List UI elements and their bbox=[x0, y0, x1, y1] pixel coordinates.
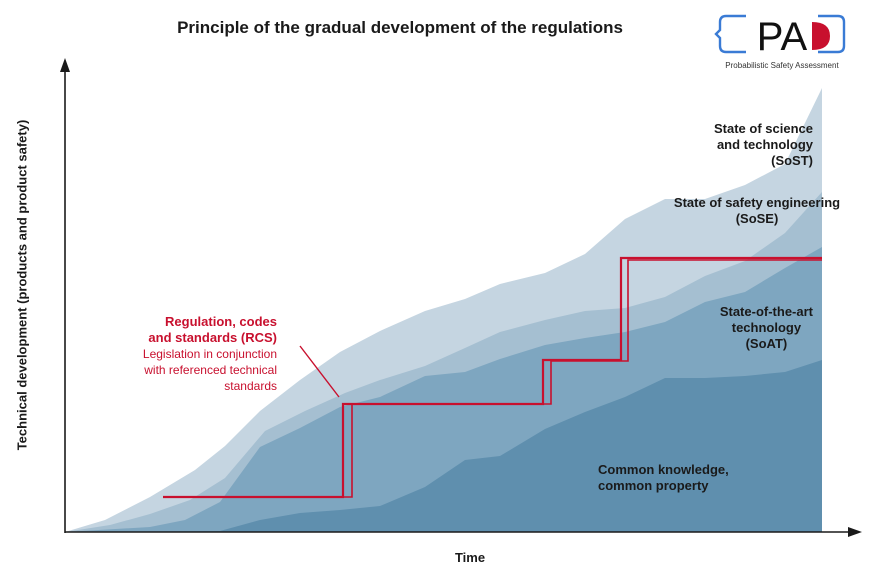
soat-label: State-of-the-art technology (SoAT) bbox=[719, 304, 813, 351]
common-knowledge-label: Common knowledge, common property bbox=[598, 462, 729, 493]
sose-label: State of safety engineering (SoSE) bbox=[673, 195, 841, 226]
rcs-step-line-inner bbox=[163, 259, 822, 498]
page-title: Principle of the gradual development of … bbox=[177, 18, 623, 37]
rcs-title: Regulation, codes and standards (RCS) bbox=[148, 314, 277, 345]
pa-logo-text: PA bbox=[757, 15, 808, 59]
pa-logo: PA Probabilistic Safety Assessment bbox=[712, 8, 852, 74]
rcs-step-line-outer bbox=[163, 256, 822, 499]
x-axis-arrow bbox=[848, 527, 862, 537]
x-axis-label: Time bbox=[454, 550, 486, 565]
rcs-description: Legislation in conjunction with referenc… bbox=[142, 347, 277, 393]
rcs-leader-line bbox=[299, 345, 340, 398]
common-knowledge-area bbox=[65, 360, 822, 532]
y-axis-arrow bbox=[60, 58, 70, 72]
pa-logo-subtitle: Probabilistic Safety Assessment bbox=[725, 61, 839, 70]
pa-logo-mark: PA bbox=[714, 14, 846, 59]
rcs-annotation: Regulation, codes and standards (RCS) Le… bbox=[143, 314, 277, 394]
y-axis-label: Technical development (products and prod… bbox=[14, 119, 30, 451]
sost-label: State of science and technology (SoST) bbox=[714, 121, 813, 168]
